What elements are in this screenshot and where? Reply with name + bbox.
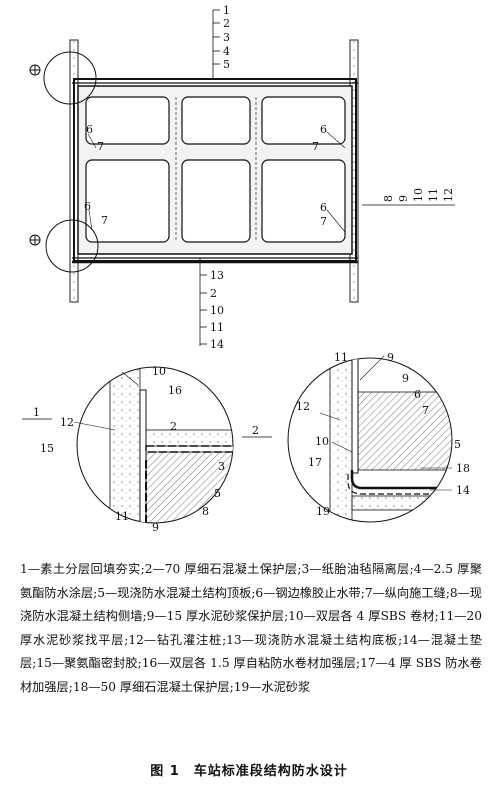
figure-caption: 图 1 车站标准段结构防水设计	[0, 760, 498, 779]
d2-label-6: 6	[414, 388, 421, 401]
d1-label-2: 2	[170, 420, 177, 433]
bottom-label-14: 14	[210, 338, 224, 351]
d2-label-5: 5	[454, 438, 461, 451]
structure-diagram: 1 2 3 4 5 13 2 10 11 14 8 9 10 11 12 6 7…	[22, 4, 470, 534]
legend-text: 1—素土分层回填夯实;2—70 厚细石混凝土保护层;3—纸胎油毡隔离层;4—2.…	[20, 558, 482, 700]
d1-label-10: 10	[152, 365, 166, 378]
label-6-left-bottom: 6	[84, 200, 91, 213]
d2-label-17: 17	[308, 456, 322, 469]
bottom-label-10: 10	[210, 304, 224, 317]
label-7-right-top: 7	[312, 140, 319, 153]
figure-title: 车站标准段结构防水设计	[193, 764, 348, 779]
right-label-8: 8	[382, 195, 395, 202]
bottom-label-2: 2	[210, 287, 217, 300]
detail-1: 10 16 12 2 3 5 8 1 15 11 9	[22, 365, 234, 534]
right-label-12: 12	[442, 188, 455, 202]
d2-label-9: 9	[402, 372, 409, 385]
d2-label-12: 12	[296, 400, 310, 413]
label-6-right-bottom: 6	[320, 201, 327, 214]
d1-label-15: 15	[40, 442, 54, 455]
label-6-left-top: 6	[86, 123, 93, 136]
top-label-1: 1	[223, 4, 230, 17]
svg-text:2: 2	[252, 424, 259, 437]
top-label-3: 3	[223, 31, 230, 44]
right-label-10: 10	[412, 188, 425, 202]
label-6-right-top: 6	[320, 123, 327, 136]
d1-label-12: 12	[60, 416, 74, 429]
d2-label-10: 10	[315, 435, 329, 448]
top-label-2: 2	[223, 17, 230, 30]
label-7-left-bottom: 7	[101, 214, 108, 227]
top-label-5: 5	[223, 58, 230, 71]
detail-2: 11 9 9 6 12 7 10 5 17 18 19 14 2	[242, 351, 470, 523]
label-7-right-bottom: 7	[320, 215, 327, 228]
top-label-4: 4	[223, 45, 230, 58]
label-7-left-top: 7	[97, 140, 104, 153]
d1-label-5: 5	[214, 487, 221, 500]
detail-circle-top	[43, 51, 97, 105]
legend-paragraph: 1—素土分层回填夯实;2—70 厚细石混凝土保护层;3—纸胎油毡隔离层;4—2.…	[20, 562, 482, 694]
svg-text:1: 1	[33, 406, 40, 419]
bottom-label-11: 11	[210, 321, 224, 334]
d1-label-3: 3	[218, 460, 225, 473]
figure-number: 图 1	[150, 764, 180, 779]
d1-label-8: 8	[202, 505, 209, 518]
d2-label-7: 7	[422, 404, 429, 417]
right-label-9: 9	[397, 195, 410, 202]
d2-label-9-top: 9	[387, 351, 394, 364]
d1-label-11: 11	[115, 510, 129, 523]
d1-label-16: 16	[168, 384, 182, 397]
d2-marker: 2	[242, 424, 272, 438]
d2-label-11: 11	[334, 351, 348, 364]
bottom-label-13: 13	[210, 269, 224, 282]
section-marker-bottom	[29, 234, 41, 246]
d2-label-14: 14	[456, 484, 470, 497]
d1-label-9: 9	[152, 521, 159, 534]
d2-label-18: 18	[456, 462, 470, 475]
section-marker-top	[29, 64, 41, 76]
detail-circle-bottom	[45, 219, 99, 273]
d2-label-19: 19	[316, 505, 330, 518]
main-cross-section: 1 2 3 4 5 13 2 10 11 14 8 9 10 11 12 6 7…	[29, 4, 455, 351]
right-label-11: 11	[427, 188, 440, 202]
d1-marker: 1	[22, 406, 52, 420]
